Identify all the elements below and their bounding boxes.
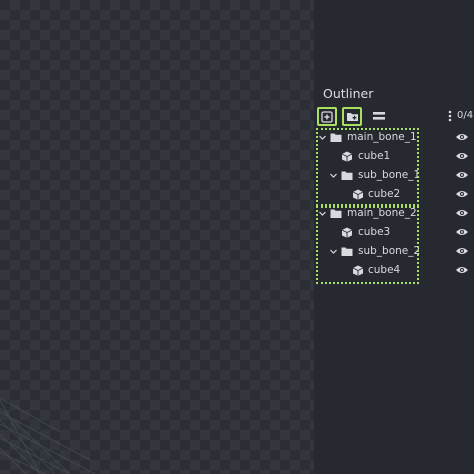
add-group-icon xyxy=(346,113,358,121)
eye-icon[interactable] xyxy=(455,189,469,199)
outliner-tree: main_bone_1 cube1 sub_bone_1 cube2 main_… xyxy=(314,128,474,280)
tree-item-label: main_bone_1 xyxy=(347,131,417,143)
tree-item-label: sub_bone_2 xyxy=(358,245,421,257)
chevron-down-icon[interactable] xyxy=(329,171,338,180)
folder-icon xyxy=(330,133,342,142)
selection-count: 0/4 xyxy=(457,110,474,121)
tree-item-cube4[interactable]: cube4 xyxy=(314,261,474,280)
eye-icon[interactable] xyxy=(455,170,469,180)
tree-item-label: cube3 xyxy=(358,226,391,238)
eye-icon[interactable] xyxy=(455,151,469,161)
tree-item-label: cube4 xyxy=(368,264,401,276)
tree-item-sub-bone-1[interactable]: sub_bone_1 xyxy=(314,166,474,185)
tree-item-cube3[interactable]: cube3 xyxy=(314,223,474,242)
folder-icon xyxy=(341,247,353,256)
cube-icon xyxy=(341,151,353,162)
eye-icon[interactable] xyxy=(455,246,469,256)
folder-icon xyxy=(341,171,353,180)
eye-icon[interactable] xyxy=(455,265,469,275)
chevron-down-icon[interactable] xyxy=(318,133,327,142)
chevron-down-icon[interactable] xyxy=(329,247,338,256)
floor-grid xyxy=(0,397,96,474)
outliner-panel: Outliner 0/4 main_bone_1 cube1 xyxy=(314,0,474,474)
tree-item-main-bone-1[interactable]: main_bone_1 xyxy=(314,128,474,147)
eye-icon[interactable] xyxy=(455,132,469,142)
tree-item-sub-bone-2[interactable]: sub_bone_2 xyxy=(314,242,474,261)
tree-item-label: main_bone_2 xyxy=(347,207,417,219)
tree-item-label: sub_bone_1 xyxy=(358,169,421,181)
tree-item-label: cube1 xyxy=(358,150,391,162)
add-cube-icon xyxy=(321,110,333,123)
eye-icon[interactable] xyxy=(455,208,469,218)
tree-item-label: cube2 xyxy=(368,188,401,200)
add-cube-button[interactable] xyxy=(317,107,337,126)
panel-title: Outliner xyxy=(323,86,374,101)
more-vertical-icon[interactable] xyxy=(446,110,454,122)
tree-item-cube2[interactable]: cube2 xyxy=(314,185,474,204)
collapse-all-icon[interactable] xyxy=(372,110,386,122)
cube-icon xyxy=(352,189,364,200)
chevron-down-icon[interactable] xyxy=(318,209,327,218)
cube-icon xyxy=(352,265,364,276)
tree-item-cube1[interactable]: cube1 xyxy=(314,147,474,166)
eye-icon[interactable] xyxy=(455,227,469,237)
3d-viewport[interactable] xyxy=(0,0,314,474)
add-group-button[interactable] xyxy=(342,107,362,126)
cube-icon xyxy=(341,227,353,238)
tree-item-main-bone-2[interactable]: main_bone_2 xyxy=(314,204,474,223)
folder-icon xyxy=(330,209,342,218)
